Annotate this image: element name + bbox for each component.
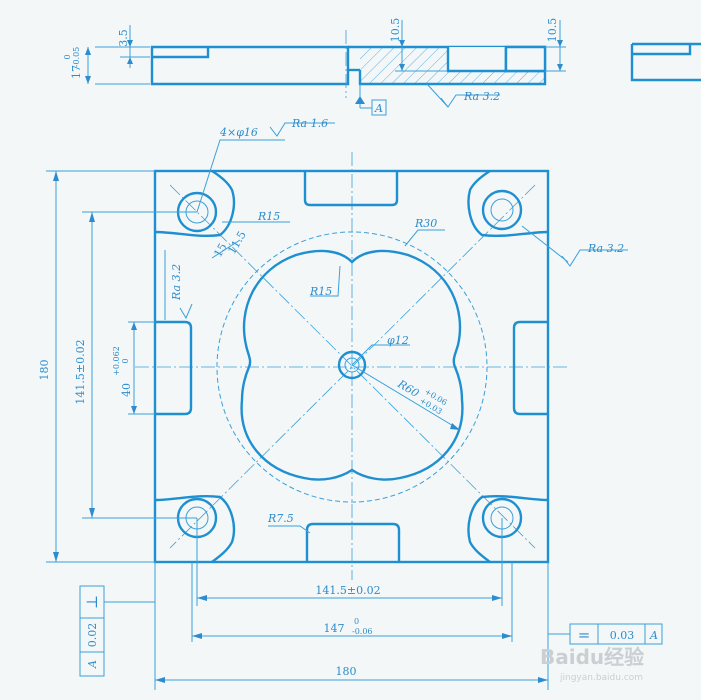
tolerance-frame-left: ⊥ 0.02 A <box>79 585 155 677</box>
watermark-logo: Baidu经验 <box>540 645 644 669</box>
dim-r30: R30 <box>414 217 437 230</box>
roughness-right: Ra 3.2 <box>587 242 624 255</box>
dim-center-hole: φ12 <box>387 334 409 347</box>
dim-slot-depth-left: 10.5 <box>389 18 402 43</box>
dim-height-141: 141.5±0.02 <box>74 339 87 404</box>
dim-r15-inner: R15 <box>309 285 332 298</box>
dim-slot-40-lower: 0 <box>121 358 130 363</box>
dim-holes: 4×φ16 <box>219 126 258 139</box>
tolerance-right-symbol: = <box>578 626 591 644</box>
dim-angle-a: 15 <box>211 241 229 260</box>
dim-width-180: 180 <box>336 665 357 678</box>
dim-angle-b: 11.5 <box>225 229 249 257</box>
datum-a-label: A <box>374 102 383 115</box>
baidu-watermark: Baidu经验 jingyan.baidu.com <box>540 645 644 683</box>
roughness-holes: Ra 1.6 <box>291 117 328 130</box>
dim-width-147-lower: -0.06 <box>352 627 373 636</box>
dim-step-depth: 3.5 <box>117 29 130 47</box>
dim-slot-40: 40 <box>120 383 133 397</box>
dim-r7-5: R7.5 <box>267 512 294 525</box>
dim-r60: R60 <box>395 377 422 400</box>
dim-width-147: 147 <box>324 622 345 635</box>
dim-width-147-upper: 0 <box>354 617 359 626</box>
dim-thickness-lower: -0.05 <box>72 47 81 68</box>
tolerance-left-value: 0.02 <box>86 623 99 648</box>
dim-thickness: 17 <box>70 65 83 79</box>
roughness-section: Ra 3.2 <box>463 90 500 103</box>
dim-width-141: 141.5±0.02 <box>315 584 380 597</box>
dim-slot-depth-right: 10.5 <box>546 18 559 43</box>
dim-slot-40-upper: +0.062 <box>112 346 121 376</box>
tolerance-left-symbol: ⊥ <box>83 595 101 609</box>
dim-height-180: 180 <box>38 360 51 381</box>
dim-thickness-upper: 0 <box>63 54 72 59</box>
tolerance-right-datum: A <box>649 629 658 642</box>
section-view: 3.5 17 0 -0.05 10.5 10.5 A Ra 3.2 <box>63 18 701 116</box>
tolerance-right-value: 0.03 <box>610 629 635 642</box>
watermark-url: jingyan.baidu.com <box>559 673 643 683</box>
plan-view: 4×φ16 Ra 1.6 R15 15 11.5 R30 R15 Ra 3.2 … <box>38 117 628 690</box>
roughness-left: Ra 3.2 <box>170 264 183 301</box>
tolerance-left-datum: A <box>86 660 99 669</box>
dim-r-corner: R15 <box>257 210 280 223</box>
tolerance-frame-right: = 0.03 A <box>548 623 663 645</box>
